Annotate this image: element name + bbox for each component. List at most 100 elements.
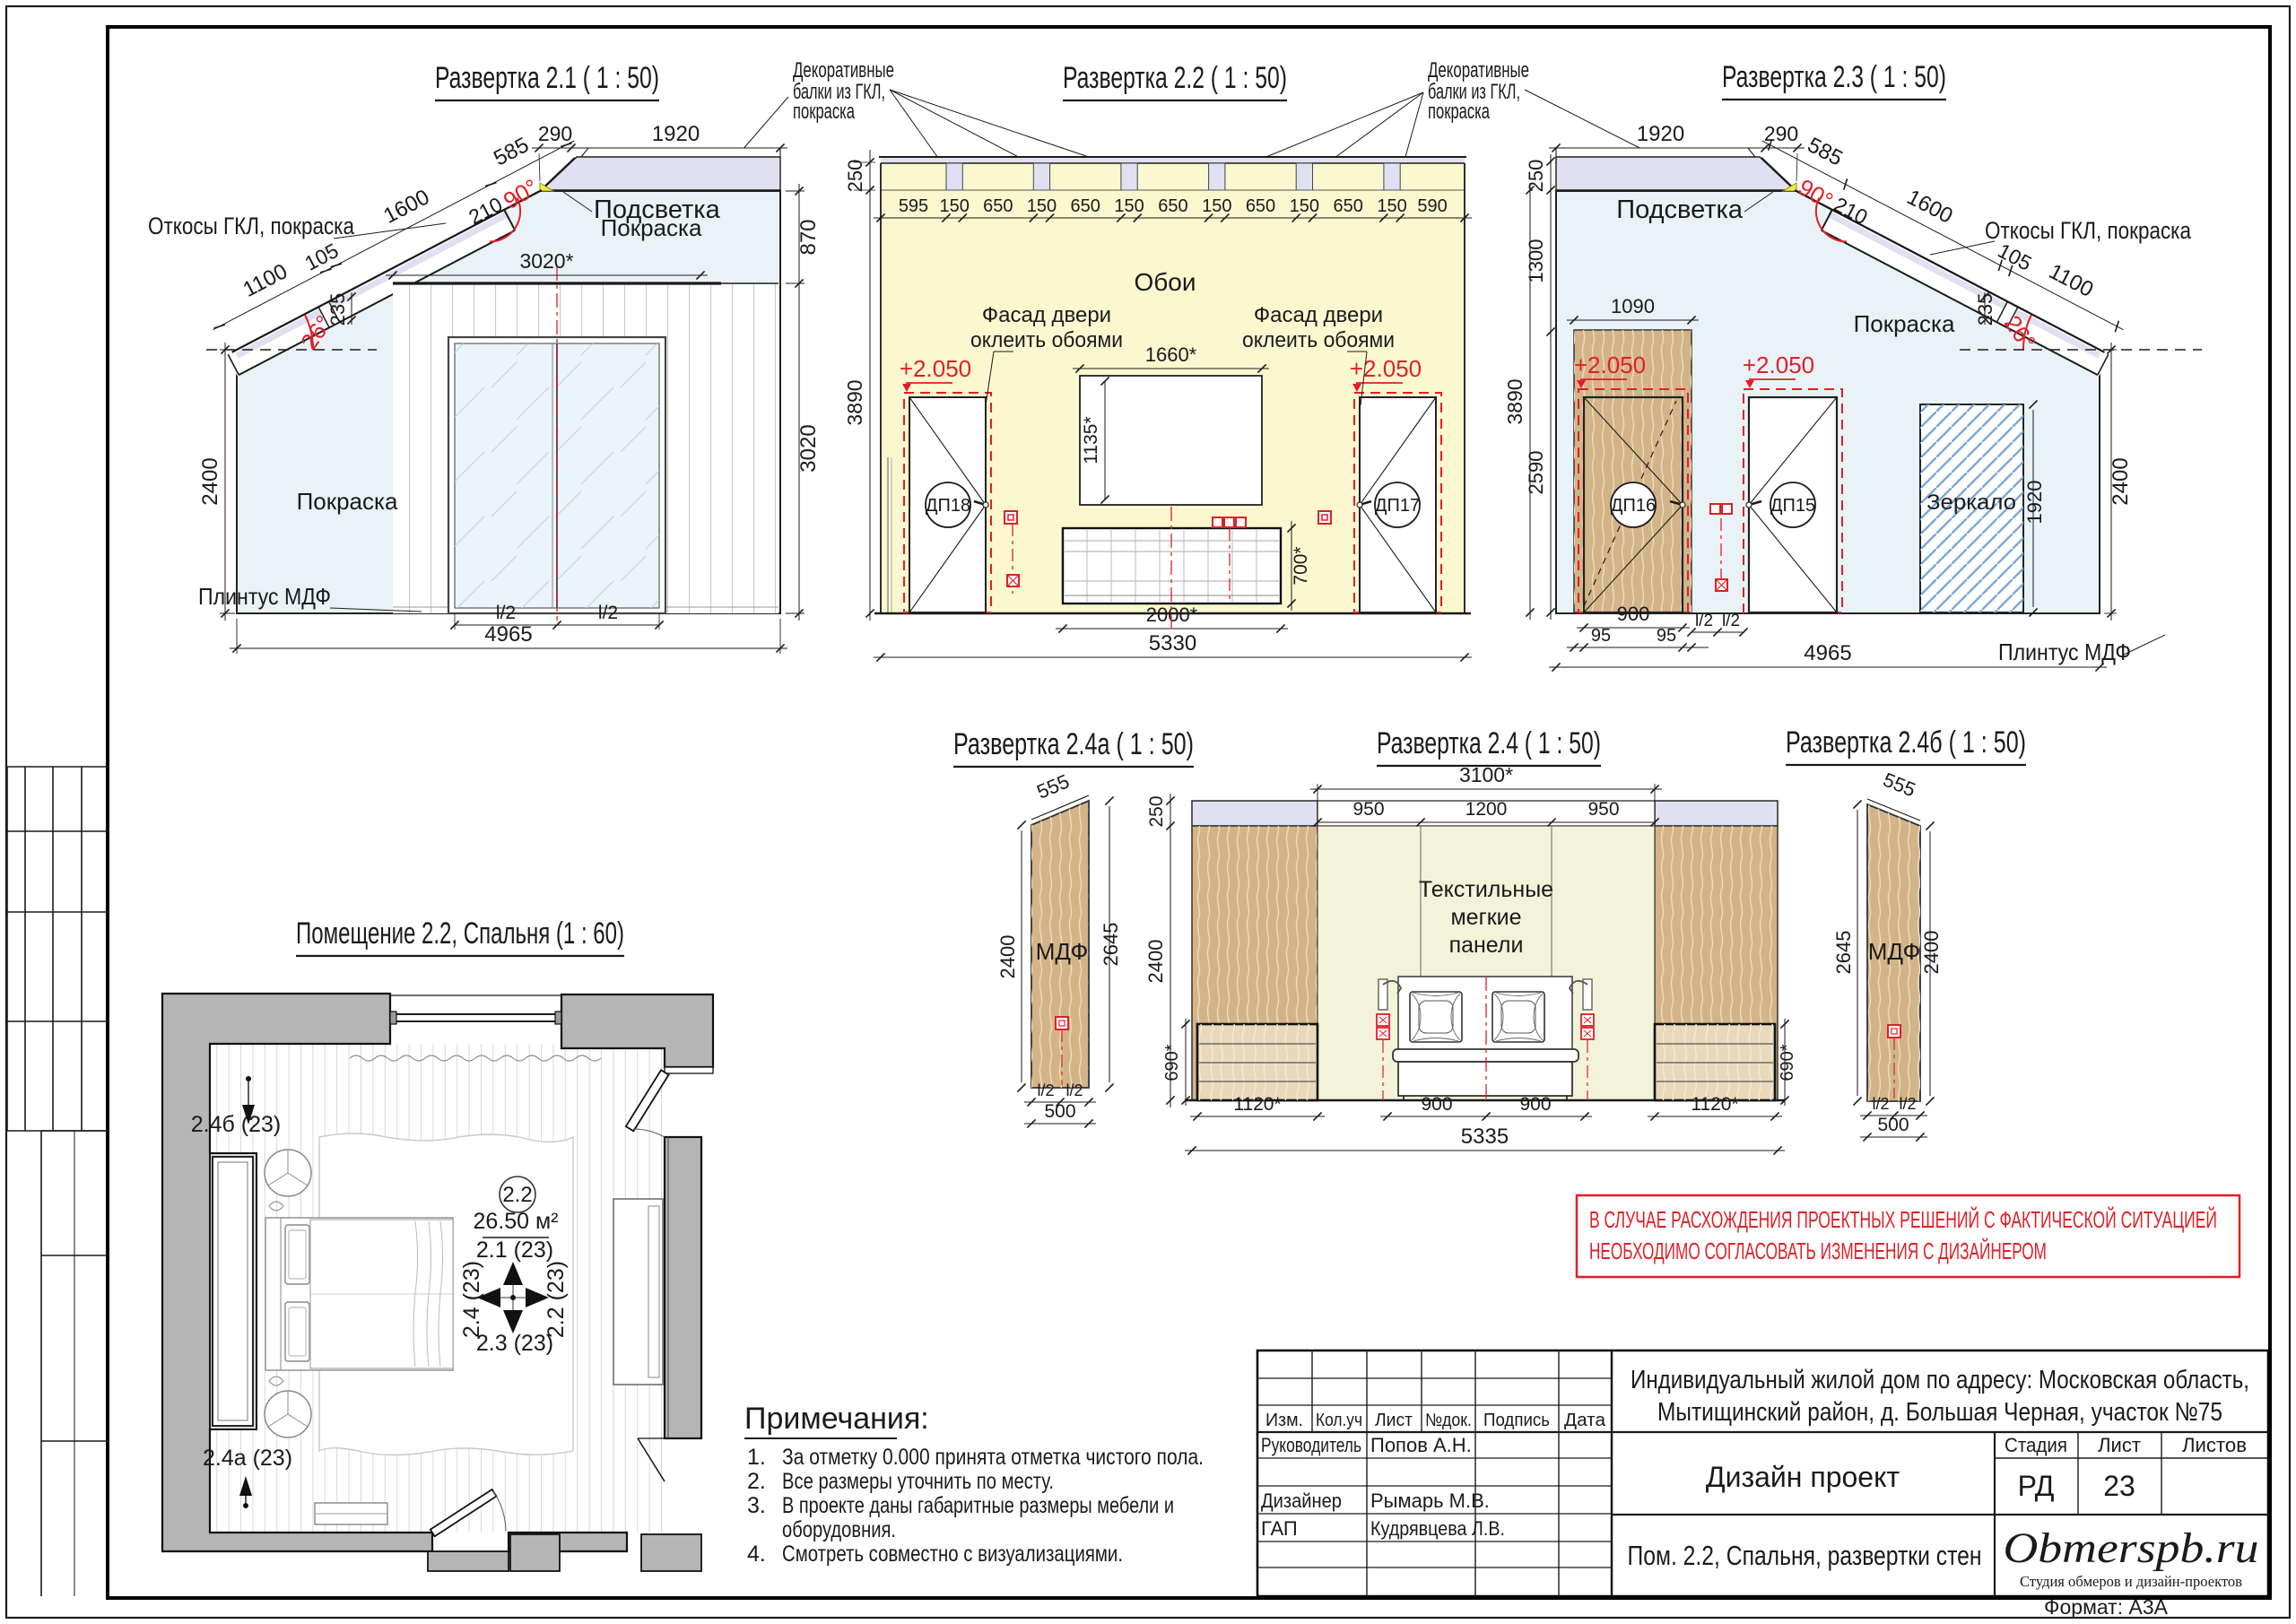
svg-text:оборудовния.: оборудовния.: [782, 1517, 896, 1542]
svg-text:2.3 (23): 2.3 (23): [476, 1331, 553, 1356]
svg-text:900: 900: [1519, 1094, 1551, 1115]
svg-text:Развертка 2.4а ( 1 : 50): Развертка 2.4а ( 1 : 50): [953, 727, 1194, 761]
svg-text:1920: 1920: [1637, 122, 1684, 146]
svg-text:Покраска: Покраска: [601, 214, 702, 241]
svg-text:Помещение 2.2, Спальня (1 : 60: Помещение 2.2, Спальня (1 : 60): [296, 916, 624, 951]
svg-text:оклеить обоями: оклеить обоями: [1242, 328, 1395, 352]
svg-text:2000*: 2000*: [1146, 604, 1198, 626]
svg-text:Obmerspb.ru: Obmerspb.ru: [2004, 1524, 2259, 1572]
svg-text:2.1 (23): 2.1 (23): [476, 1238, 553, 1263]
svg-text:250: 250: [1525, 160, 1547, 193]
svg-text:150: 150: [1290, 196, 1319, 216]
svg-text:Стадия: Стадия: [2005, 1434, 2067, 1456]
svg-text:Подсветка: Подсветка: [1616, 195, 1744, 224]
svg-text:Развертка 2.4б ( 1 : 50): Развертка 2.4б ( 1 : 50): [1786, 725, 2026, 760]
svg-text:Развертка 2.2 ( 1 : 50): Развертка 2.2 ( 1 : 50): [1063, 61, 1287, 95]
svg-text:Текстильные: Текстильные: [1419, 877, 1553, 902]
svg-text:Покраска: Покраска: [297, 488, 398, 515]
svg-text:Обои: Обои: [1134, 268, 1196, 296]
svg-text:1120*: 1120*: [1233, 1094, 1281, 1115]
svg-text:1300: 1300: [1525, 239, 1547, 283]
svg-text:3.: 3.: [747, 1493, 766, 1518]
svg-text:№док.: №док.: [1425, 1411, 1472, 1430]
svg-text:690*: 690*: [1778, 1044, 1797, 1081]
svg-text:1920: 1920: [652, 122, 700, 146]
svg-text:650: 650: [1246, 196, 1275, 216]
svg-text:МДФ: МДФ: [1036, 938, 1088, 965]
svg-text:Лист: Лист: [1375, 1411, 1413, 1430]
svg-text:3100*: 3100*: [1459, 763, 1513, 786]
svg-text:Листов: Листов: [2182, 1434, 2247, 1456]
svg-text:1090: 1090: [1611, 295, 1655, 317]
svg-text:900: 900: [1421, 1094, 1452, 1115]
svg-text:150: 150: [1377, 196, 1406, 216]
svg-text:Покраска: Покраска: [1854, 310, 1955, 337]
svg-text:Подпись: Подпись: [1483, 1411, 1550, 1430]
svg-text:ГАП: ГАП: [1261, 1517, 1298, 1540]
svg-text:Развертка 2.4 ( 1 : 50): Развертка 2.4 ( 1 : 50): [1377, 726, 1601, 760]
svg-text:Зеркало: Зеркало: [1926, 491, 2016, 515]
svg-text:Подсветка: Подсветка: [594, 195, 721, 224]
svg-text:балки из ГКЛ,: балки из ГКЛ,: [793, 80, 885, 104]
svg-text:2.4 (23): 2.4 (23): [459, 1261, 484, 1338]
svg-text:Смотреть совместно с визуализа: Смотреть совместно с визуализациями.: [782, 1541, 1123, 1567]
svg-text:690*: 690*: [1162, 1044, 1182, 1081]
svg-text:За отметку 0.000 принята отмет: За отметку 0.000 принята отметка чистого…: [782, 1445, 1204, 1470]
svg-text:+2.050: +2.050: [1574, 352, 1646, 378]
svg-text:650: 650: [1334, 196, 1363, 216]
svg-text:500: 500: [1044, 1101, 1075, 1122]
svg-text:l/2: l/2: [598, 603, 618, 623]
svg-text:Декоративные: Декоративные: [1428, 58, 1529, 83]
svg-text:Откосы ГКЛ, покраска: Откосы ГКЛ, покраска: [1985, 217, 2192, 244]
svg-text:2590: 2590: [1525, 451, 1547, 495]
svg-text:Декоративные: Декоративные: [793, 58, 894, 83]
svg-text:590: 590: [1417, 196, 1447, 216]
svg-text:5335: 5335: [1461, 1125, 1509, 1149]
svg-text:5330: 5330: [1149, 631, 1196, 656]
svg-text:Мытищинский район, д. Большая: Мытищинский район, д. Большая Черная, уч…: [1657, 1398, 2222, 1427]
svg-text:Попов А.Н.: Попов А.Н.: [1370, 1434, 1472, 1456]
svg-text:235: 235: [1974, 293, 1996, 326]
svg-text:2.2: 2.2: [502, 1183, 532, 1207]
svg-text:l/2: l/2: [496, 603, 516, 623]
svg-text:Лист: Лист: [2098, 1434, 2141, 1456]
svg-text:700*: 700*: [1291, 546, 1311, 585]
svg-text:2.4б (23): 2.4б (23): [191, 1112, 281, 1137]
svg-text:950: 950: [1352, 799, 1384, 820]
svg-text:l/2: l/2: [1722, 612, 1740, 630]
svg-text:ДП18: ДП18: [926, 496, 970, 516]
svg-text:+2.050: +2.050: [1743, 352, 1814, 378]
svg-text:26.50 м²: 26.50 м²: [473, 1209, 558, 1234]
svg-text:23: 23: [2103, 1470, 2135, 1502]
svg-text:1660*: 1660*: [1145, 343, 1197, 366]
svg-text:1200: 1200: [1465, 799, 1508, 820]
svg-text:панели: панели: [1449, 933, 1524, 958]
svg-text:Дизайнер: Дизайнер: [1261, 1489, 1342, 1512]
svg-text:150: 150: [1027, 196, 1057, 216]
svg-text:2400: 2400: [1144, 940, 1167, 984]
svg-text:2645: 2645: [1100, 923, 1122, 967]
svg-text:Рымарь М.В.: Рымарь М.В.: [1370, 1489, 1490, 1512]
svg-text:290: 290: [538, 122, 572, 145]
svg-text:Фасад двери: Фасад двери: [982, 303, 1111, 327]
svg-text:650: 650: [1158, 196, 1187, 216]
svg-text:500: 500: [1877, 1115, 1909, 1135]
svg-text:1920: 1920: [2023, 481, 2046, 525]
svg-text:+2.050: +2.050: [1350, 355, 1422, 382]
svg-text:235: 235: [326, 293, 349, 326]
svg-text:3890: 3890: [1503, 378, 1526, 424]
svg-text:оклеить обоями: оклеить обоями: [970, 328, 1123, 352]
svg-text:900: 900: [1617, 603, 1650, 625]
svg-text:3890: 3890: [843, 379, 866, 425]
svg-text:РД: РД: [2018, 1470, 2055, 1502]
svg-text:Пом. 2.2, Спальня, развертки с: Пом. 2.2, Спальня, развертки стен: [1628, 1540, 1982, 1571]
svg-text:МДФ: МДФ: [1868, 938, 1920, 965]
svg-text:950: 950: [1587, 799, 1619, 820]
svg-text:650: 650: [1071, 196, 1100, 216]
svg-text:l/2: l/2: [1899, 1095, 1916, 1113]
svg-text:Примечания:: Примечания:: [744, 1402, 929, 1436]
svg-text:Студия обмеров и дизайн-проект: Студия обмеров и дизайн-проектов: [2020, 1573, 2242, 1590]
svg-text:l/2: l/2: [1065, 1081, 1083, 1099]
svg-text:Кол.уч: Кол.уч: [1316, 1411, 1362, 1430]
svg-text:покраска: покраска: [1428, 100, 1490, 124]
